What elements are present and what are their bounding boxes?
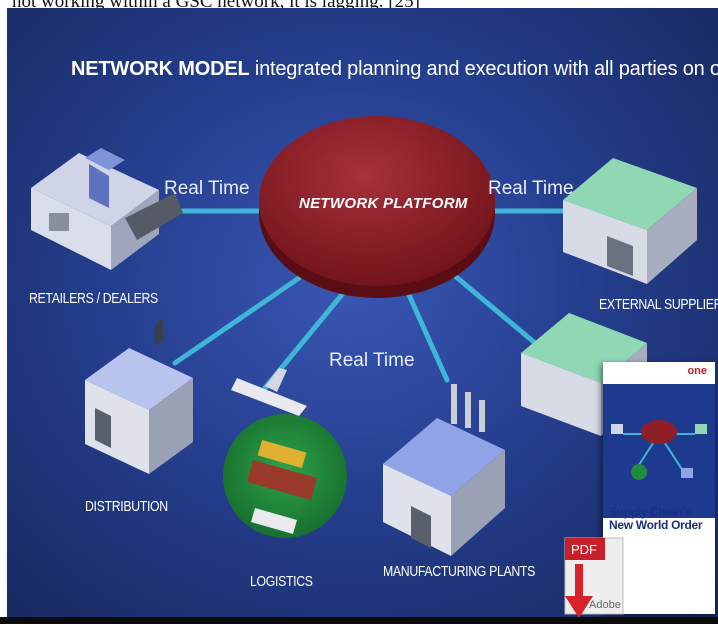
connector-supplier-2 xyxy=(452,273,550,356)
connector-manufacturing xyxy=(402,283,450,383)
logistics-label: LOGISTICS xyxy=(250,573,313,590)
manufacturing-label: MANUFACTURING PLANTS xyxy=(383,563,535,580)
title-bold: NETWORK MODEL xyxy=(71,58,250,80)
pdf-badge-text: PDF xyxy=(571,542,597,557)
supplier-warehouse-icon xyxy=(563,158,697,284)
diagram-title: NETWORK MODEL integrated planning and ex… xyxy=(71,58,718,81)
retailers-building-icon xyxy=(31,148,183,270)
brochure-title: Supply Chain's New World Order xyxy=(609,505,703,532)
realtime-right-label: Real Time xyxy=(488,178,574,199)
brochure-header: one xyxy=(603,362,715,384)
retailers-label: RETAILERS / DEALERS xyxy=(29,290,158,307)
logistics-circle-icon xyxy=(223,368,347,538)
hub-label: NETWORK PLATFORM xyxy=(299,195,468,212)
connector-distribution xyxy=(172,275,302,366)
realtime-left-label: Real Time xyxy=(164,178,250,199)
connector-lines xyxy=(144,208,598,391)
brochure-cover-image xyxy=(603,384,715,518)
pdf-download-icon[interactable]: PDF Adobe xyxy=(561,534,633,618)
diagram-canvas xyxy=(31,116,697,556)
network-model-diagram: NETWORK MODEL integrated planning and ex… xyxy=(7,8,718,618)
brochure-mini-diagram xyxy=(611,420,707,480)
adobe-brand-text: Adobe xyxy=(589,599,621,611)
realtime-center-label: Real Time xyxy=(329,350,415,371)
manufacturing-building-icon xyxy=(383,384,505,556)
network-platform-hub xyxy=(259,116,495,298)
brochure-logo: one xyxy=(687,365,707,377)
title-rest: integrated planning and execution with a… xyxy=(254,58,718,80)
bottom-bar xyxy=(0,617,718,624)
distribution-label: DISTRIBUTION xyxy=(85,498,168,515)
external-suppliers-label: EXTERNAL SUPPLIERS xyxy=(599,296,718,313)
distribution-building-icon xyxy=(85,318,193,474)
